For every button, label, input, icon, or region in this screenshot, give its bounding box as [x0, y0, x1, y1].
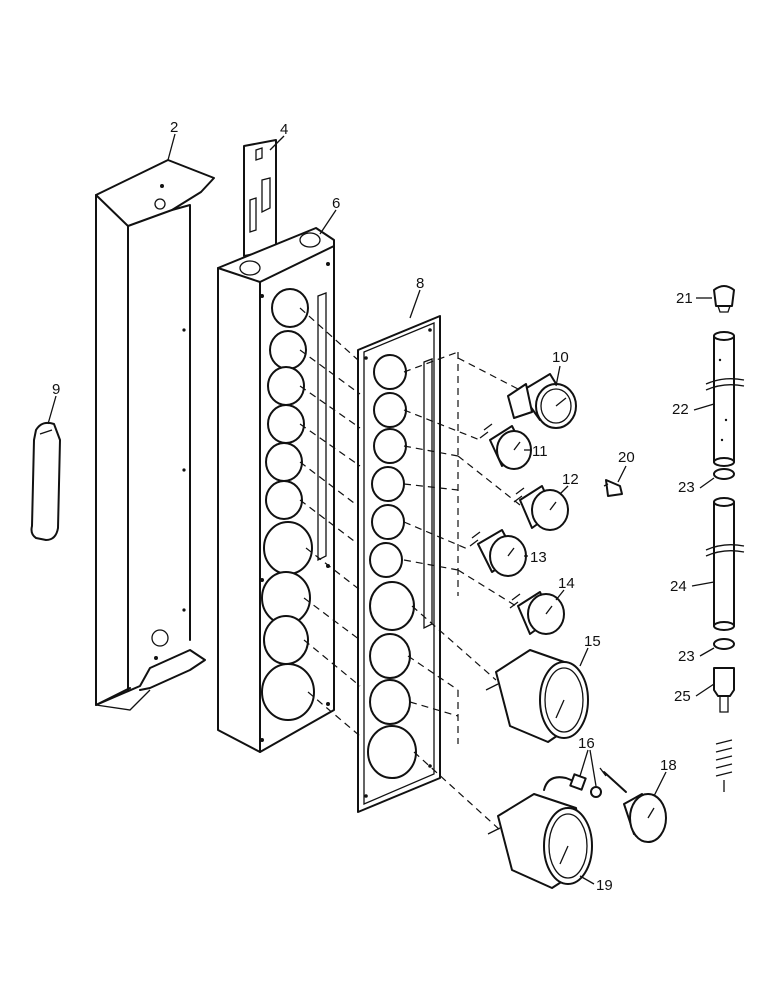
callout-12: 12: [562, 471, 579, 488]
callout-21: 21: [676, 290, 693, 307]
callout-23-upper: 23: [678, 479, 695, 496]
callout-20: 20: [618, 449, 635, 466]
callout-11: 11: [532, 443, 548, 460]
callout-2: 2: [170, 119, 178, 136]
part-19-large-gauge: [487, 793, 593, 889]
callout-9: 9: [52, 381, 60, 398]
callout-6: 6: [332, 195, 340, 212]
part-22-tube: [705, 331, 745, 467]
callout-16: 16: [578, 735, 595, 752]
callout-14: 14: [558, 575, 575, 592]
callout-25: 25: [674, 688, 691, 705]
part-6-front-housing: [217, 227, 335, 753]
callout-19: 19: [596, 877, 613, 894]
part-25-fitting: [713, 667, 735, 792]
callout-4: 4: [280, 121, 288, 138]
part-18-gauge: [599, 767, 667, 843]
part-11-gauge: [479, 423, 532, 470]
part-20-bulb: [603, 479, 623, 497]
part-9-trim: [30, 421, 61, 541]
callout-24: 24: [670, 578, 687, 595]
leader-lines: [299, 307, 521, 831]
part-24-tube: [705, 497, 745, 631]
callout-labels: 2 4 6 8 9 10 11 12 13 14 15 16 18 19 20 …: [52, 119, 695, 894]
part-15-large-gauge: [485, 649, 589, 743]
callout-leaders: [47, 133, 715, 885]
callout-22: 22: [672, 401, 689, 418]
callout-13: 13: [530, 549, 547, 566]
part-16-wiring: [543, 773, 602, 798]
part-14-gauge: [509, 591, 565, 635]
part-12-gauge: [513, 485, 569, 531]
part-4-bracket: [243, 139, 277, 257]
part-23-ring-lower: [713, 638, 735, 650]
callout-8: 8: [416, 275, 424, 292]
part-21-cap: [713, 285, 735, 313]
callout-15: 15: [584, 633, 601, 650]
part-23-ring-upper: [713, 468, 735, 480]
part-10-gauge: [507, 373, 577, 429]
callout-23-lower: 23: [678, 648, 695, 665]
part-13-gauge: [469, 529, 527, 577]
callout-18: 18: [660, 757, 677, 774]
part-8-gasket-panel: [357, 315, 441, 813]
part-2-rear-housing: [95, 159, 215, 711]
callout-10: 10: [552, 349, 569, 366]
